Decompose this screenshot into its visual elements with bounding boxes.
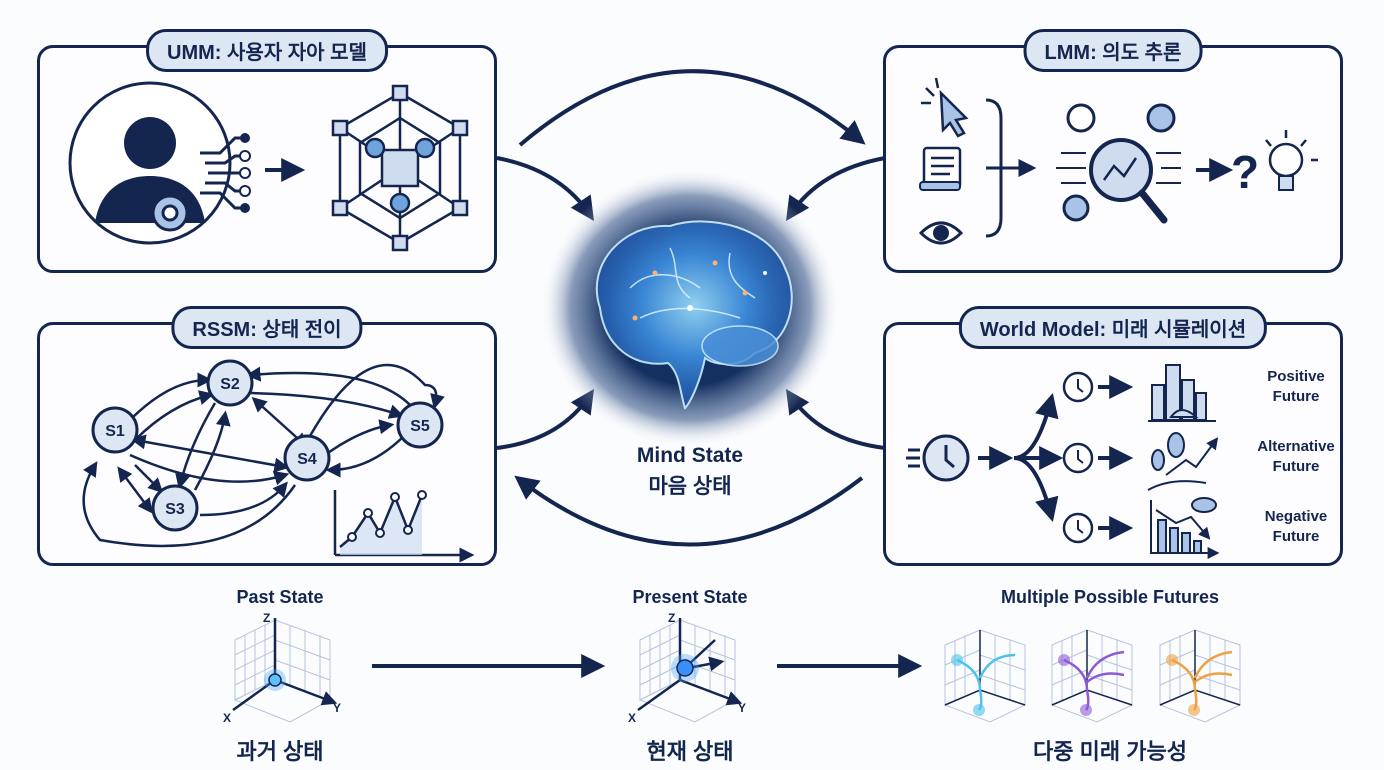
state-node-s5: S5	[396, 401, 444, 449]
plant-growth-icon	[1147, 432, 1219, 491]
mind-state-title-ko: 마음 상태	[648, 475, 732, 498]
declining-chart-icon	[1150, 497, 1220, 559]
present-state-subtitle: 현재 상태	[646, 739, 734, 764]
futures-title: Multiple Possible Futures	[1000, 587, 1220, 607]
state-label: S5	[410, 418, 430, 435]
question-mark-icon: ?	[1231, 146, 1259, 198]
present-state-title: Present State	[632, 587, 748, 607]
state-label: S4	[297, 451, 317, 468]
lmm-panel: LMM: 의도 추론 ?	[883, 29, 1343, 273]
future-label-line: Future	[1272, 528, 1320, 545]
future-label-alternative: Alternative Future	[1226, 437, 1366, 477]
state-transition-graph: S1 S2 S3 S4 S5	[82, 359, 500, 569]
arrow-umm-to-lmm	[518, 69, 866, 147]
future-grid-orange	[1158, 629, 1242, 723]
future-label-line: Future	[1272, 388, 1320, 405]
future-label-negative: Negative Future	[1226, 507, 1366, 547]
axis-label-z: Z	[668, 611, 675, 625]
future-simulation-illustration	[906, 364, 1220, 559]
cursor-icon	[921, 77, 969, 138]
state-node-s1: S1	[91, 406, 139, 454]
data-lines-icon	[200, 136, 243, 210]
document-icon	[919, 146, 962, 191]
axis-label-y: Y	[738, 701, 746, 715]
arrow-lmm-to-mind	[786, 156, 886, 221]
clock-icon-main	[906, 434, 970, 482]
future-grid-cyan	[943, 629, 1027, 723]
brain-illustration	[540, 168, 840, 448]
umm-panel-title: UMM: 사용자 자아 모델	[146, 29, 388, 72]
state-node-s4: S4	[283, 434, 331, 482]
state-node-s2: S2	[206, 359, 254, 407]
axis-label-z: Z	[263, 611, 270, 625]
futures-subtitle: 다중 미래 가능성	[1033, 739, 1187, 764]
state-label: S3	[165, 501, 185, 518]
world-model-panel-title: World Model: 미래 시뮬레이션	[958, 306, 1268, 349]
axis-label-x: X	[223, 711, 231, 725]
past-state-3d-grid: Z X Y	[223, 611, 355, 725]
present-state-3d-grid: Z X Y	[628, 611, 760, 725]
future-grid-purple	[1050, 629, 1134, 723]
arrow-world-to-rssm	[514, 475, 864, 547]
city-icon	[1148, 364, 1216, 422]
lmm-illustration: ?	[918, 77, 1318, 245]
future-label-line: Future	[1272, 458, 1320, 475]
future-label-positive: Positive Future	[1226, 367, 1366, 407]
state-node-s3: S3	[151, 484, 199, 532]
past-state-subtitle: 과거 상태	[236, 739, 324, 764]
past-state-title: Past State	[236, 587, 324, 607]
future-label-line: Positive	[1267, 368, 1325, 385]
hexagon-network-icon	[331, 84, 469, 252]
magnifier-analysis-icon	[1056, 103, 1181, 224]
gear-icon	[151, 194, 189, 232]
lmm-panel-title: LMM: 의도 추론	[1023, 29, 1203, 72]
arrow-umm-to-mind	[496, 156, 594, 221]
umm-illustration	[68, 81, 469, 252]
umm-panel: UMM: 사용자 자아 모델	[37, 29, 497, 273]
axis-label-y: Y	[333, 701, 341, 715]
lightbulb-icon	[1265, 130, 1318, 191]
mini-line-chart-icon	[333, 490, 470, 555]
mind-state-title-en: Mind State	[636, 444, 744, 467]
state-label: S2	[220, 376, 240, 393]
rssm-panel: RSSM: 상태 전이 S1 S2 S3 S4 S5	[37, 306, 500, 569]
rssm-panel-title: RSSM: 상태 전이	[171, 306, 363, 349]
future-label-line: Negative	[1264, 508, 1328, 525]
world-model-panel: World Model: 미래 시뮬레이션 Pos	[883, 306, 1343, 566]
future-label-line: Alternative	[1257, 438, 1335, 455]
eye-icon	[918, 221, 964, 245]
state-label: S1	[105, 423, 125, 440]
axis-label-x: X	[628, 711, 636, 725]
